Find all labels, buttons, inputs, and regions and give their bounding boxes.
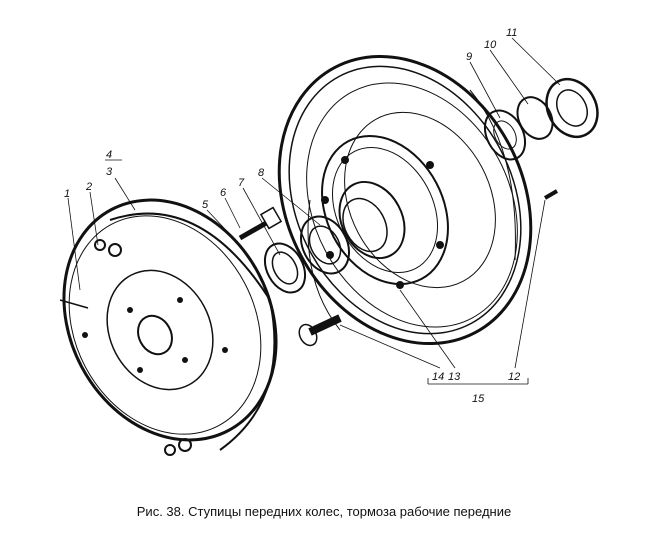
leader-lines bbox=[67, 37, 561, 385]
callout-5: 5 bbox=[202, 199, 209, 211]
callout-12: 12 bbox=[508, 371, 520, 383]
callout-14: 14 bbox=[432, 371, 444, 383]
callout-labels: 1 2 3 4 5 6 7 8 9 10 11 12 13 14 15 bbox=[64, 27, 520, 405]
brake-drum bbox=[277, 54, 533, 346]
callout-1: 1 bbox=[64, 188, 70, 200]
bolts bbox=[238, 189, 559, 347]
callout-7: 7 bbox=[238, 177, 245, 189]
callout-10: 10 bbox=[484, 39, 497, 51]
callout-4: 4 bbox=[106, 149, 112, 161]
callout-9: 9 bbox=[466, 51, 472, 63]
callout-8: 8 bbox=[258, 167, 265, 179]
callout-11: 11 bbox=[506, 27, 517, 39]
figure-caption: Рис. 38. Ступицы передних колес, тормоза… bbox=[136, 504, 512, 519]
outer-bearing-group bbox=[483, 77, 599, 161]
callout-13: 13 bbox=[448, 371, 461, 383]
callout-6: 6 bbox=[220, 187, 227, 199]
inner-bearing-group bbox=[263, 215, 350, 294]
brake-backing-plate bbox=[59, 198, 278, 456]
callout-3: 3 bbox=[106, 166, 113, 178]
callout-15: 15 bbox=[472, 393, 485, 405]
callout-2: 2 bbox=[85, 181, 92, 193]
wheel-hub bbox=[321, 134, 449, 289]
